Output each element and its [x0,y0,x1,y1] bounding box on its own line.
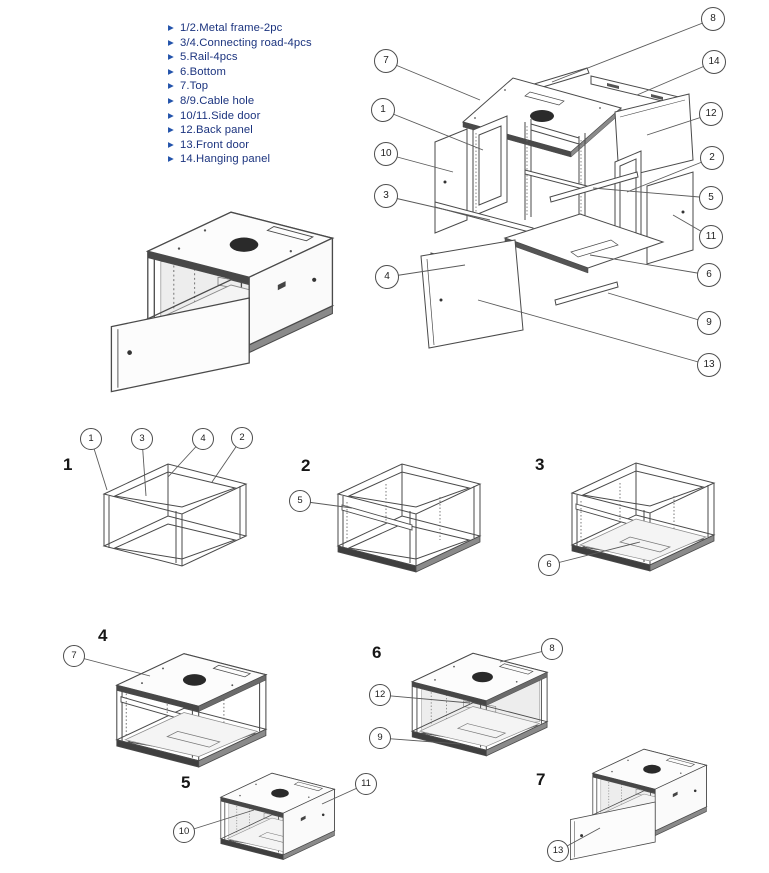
bullet-arrow-icon: ▶ [168,125,174,135]
parts-list-item: ▶ 6.Bottom [168,66,378,81]
parts-list-item: ▶ 12.Back panel [168,124,378,139]
step-7-label: 7 [536,770,546,789]
callout-11: 11 [699,225,723,249]
step1-callout-1: 1 [80,428,102,450]
callout-4: 4 [375,265,399,289]
bullet-arrow-icon: ▶ [168,23,174,32]
step-1-drawing [103,463,247,567]
bullet-arrow-icon: ▶ [168,139,174,149]
step-4-label: 4 [98,626,108,645]
callout-14: 14 [702,50,726,74]
part-label: 10/11.Side door [180,109,261,122]
step3-callout-6: 6 [538,554,560,576]
parts-list-item: ▶ 8/9.Cable hole [168,95,378,110]
bullet-arrow-icon: ▶ [168,110,174,120]
step4-callout-7: 7 [63,645,85,667]
parts-list-item: ▶ 10/11.Side door [168,110,378,125]
bullet-arrow-icon: ▶ [168,81,174,91]
part-label: 1/2.Metal frame-2pc [180,22,283,34]
callout-2: 2 [700,146,724,170]
part-label: 12.Back panel [180,124,253,137]
step6-callout-8: 8 [541,638,563,660]
callout-1: 1 [371,98,395,122]
parts-list-item: ▶ 3/4.Connecting road-4pcs [168,37,378,52]
step-4-drawing [116,653,267,768]
part-label: 3/4.Connecting road-4pcs [180,36,312,49]
step-3-drawing [571,462,715,572]
callout-5: 5 [699,186,723,210]
part-label: 14.Hanging panel [180,153,271,166]
step1-callout-4: 4 [192,428,214,450]
step5-callout-10: 10 [173,821,195,843]
step-2-label: 2 [301,456,311,475]
step-3-label: 3 [535,455,545,474]
step-5-label: 5 [181,773,191,792]
step1-callout-2: 2 [231,427,253,449]
callout-8: 8 [701,7,725,31]
part-label: 7.Top [180,80,209,93]
parts-list-item: ▶ 7.Top [168,80,378,95]
parts-list: ▶ 1/2.Metal frame-2pc ▶ 3/4.Connecting roa… [168,22,378,168]
assembled-cabinet-drawing [110,211,334,393]
bullet-arrow-icon: ▶ [168,52,174,62]
part-label: 8/9.Cable hole [180,94,255,107]
step-6-label: 6 [372,643,382,662]
callout-3: 3 [374,184,398,208]
callout-13: 13 [697,353,721,377]
part-label: 5.Rail-4pcs [180,51,238,64]
step-1-label: 1 [63,455,73,474]
bullet-arrow-icon: ▶ [168,154,174,164]
part-label: 6.Bottom [180,65,227,78]
parts-list-item: ▶ 14.Hanging panel [168,153,378,168]
callout-9: 9 [697,311,721,335]
parts-list-item: ▶ 5.Rail-4pcs [168,51,378,66]
callout-7: 7 [374,49,398,73]
parts-list-item: ▶ 13.Front door [168,139,378,154]
step1-callout-3: 3 [131,428,153,450]
bullet-arrow-icon: ▶ [168,37,174,47]
parts-list-item: ▶ 1/2.Metal frame-2pc [168,22,378,37]
step5-callout-11: 11 [355,773,377,795]
callout-12: 12 [699,102,723,126]
step-5-drawing [220,772,335,860]
step2-callout-5: 5 [289,490,311,512]
callout-6: 6 [697,263,721,287]
step7-callout-13: 13 [547,840,569,862]
step-2-drawing [337,463,481,573]
part-label: 13.Front door [180,138,250,151]
bullet-arrow-icon: ▶ [168,66,174,76]
step6-callout-9: 9 [369,727,391,749]
step6-callout-12: 12 [369,684,391,706]
bullet-arrow-icon: ▶ [168,95,174,105]
callout-10: 10 [374,142,398,166]
